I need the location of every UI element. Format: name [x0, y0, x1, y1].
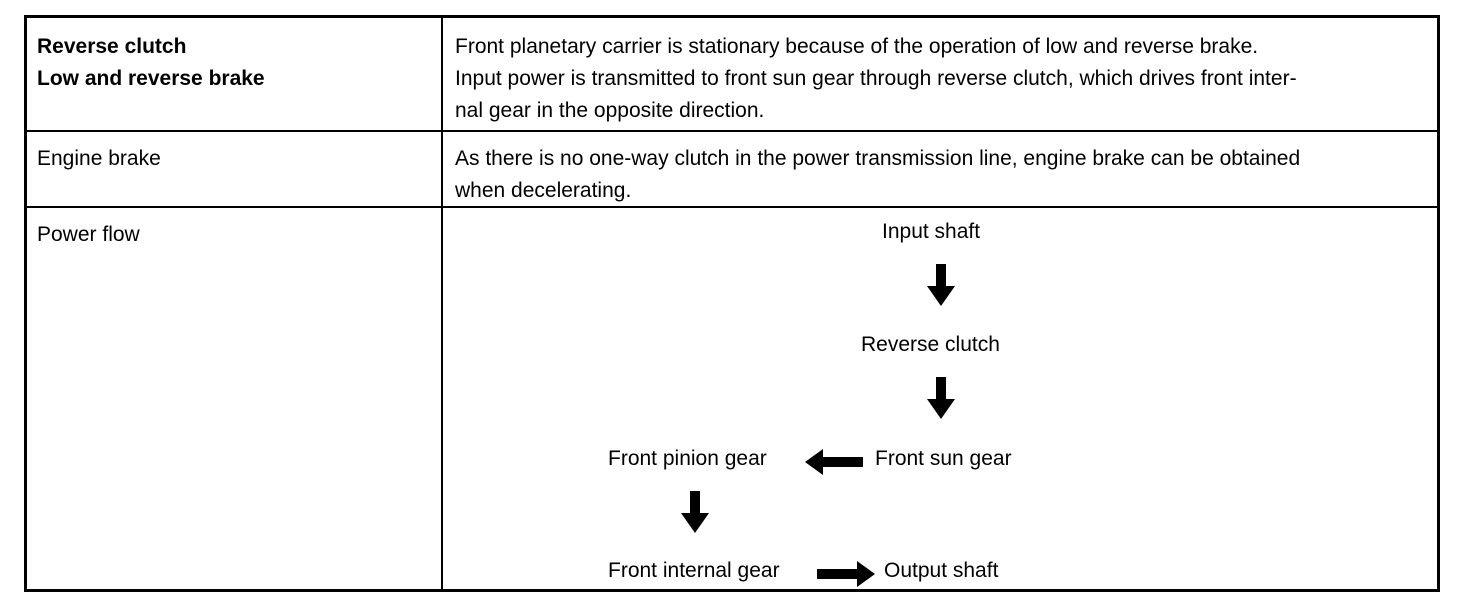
flow-node-reverse-clutch: Reverse clutch — [861, 333, 1000, 356]
row-label-cell: Engine brake — [27, 130, 441, 206]
table-row-reverse: Reverse clutch Low and reverse brake Fro… — [27, 18, 1437, 132]
table-row-engine-brake: Engine brake As there is no one-way clut… — [27, 130, 1437, 208]
flow-node-output-shaft: Output shaft — [884, 559, 999, 582]
description-line: Front planetary carrier is stationary be… — [455, 35, 1259, 58]
row-label-power-flow: Power flow — [37, 223, 140, 246]
flow-node-input-shaft: Input shaft — [882, 220, 981, 243]
arrow-right-icon — [817, 561, 875, 587]
row-label-cell: Power flow — [27, 206, 441, 589]
arrow-down-icon — [927, 264, 955, 308]
document-table: Reverse clutch Low and reverse brake Fro… — [24, 15, 1440, 592]
description-line: nal gear in the opposite direction. — [455, 99, 765, 122]
power-flow-diagram: Input shaft Reverse clutch Front pinion … — [443, 206, 1437, 589]
description-line: Input power is transmitted to front sun … — [455, 67, 1297, 90]
arrow-down-icon — [927, 377, 955, 421]
flow-node-front-internal-gear: Front internal gear — [608, 559, 780, 582]
arrow-left-icon — [805, 449, 863, 475]
flow-node-front-sun-gear: Front sun gear — [875, 447, 1012, 470]
column-divider — [441, 206, 443, 589]
table-row-power-flow: Power flow Input shaft Reverse clutch Fr… — [27, 206, 1437, 589]
row-description-cell: As there is no one-way clutch in the pow… — [443, 130, 1437, 206]
description-line: As there is no one-way clutch in the pow… — [455, 147, 1301, 170]
flow-node-front-pinion-gear: Front pinion gear — [608, 447, 767, 470]
column-divider — [441, 130, 443, 206]
column-divider — [441, 18, 443, 130]
description-line: when decelerating. — [455, 179, 632, 202]
row-label-low-reverse-brake: Low and reverse brake — [37, 67, 265, 90]
row-label-engine-brake: Engine brake — [37, 147, 161, 170]
row-label-cell: Reverse clutch Low and reverse brake — [27, 18, 441, 130]
arrow-down-icon — [681, 491, 709, 535]
row-description-cell: Front planetary carrier is stationary be… — [443, 18, 1437, 130]
row-label-reverse-clutch: Reverse clutch — [37, 35, 187, 58]
